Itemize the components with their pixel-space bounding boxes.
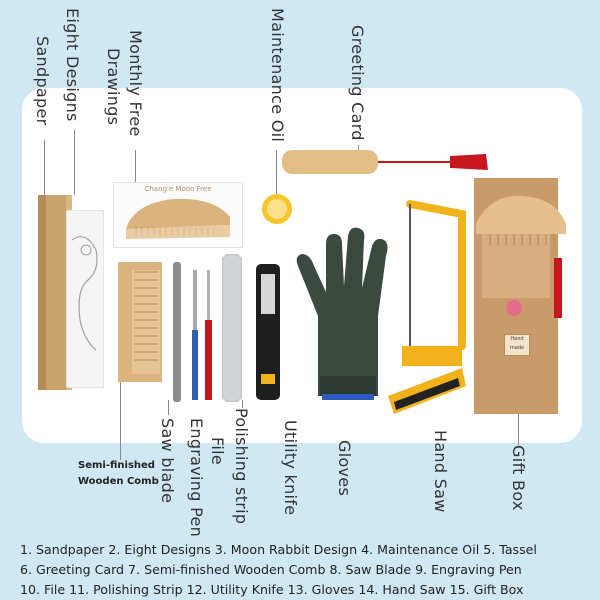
moon-comb-drawing xyxy=(126,198,230,239)
label-eight-designs: Eight Designs xyxy=(63,8,82,122)
label-polishing-strip: Polishing strip xyxy=(232,408,251,525)
saw-blade-image xyxy=(171,262,183,402)
label-greeting-card: Greeting Card xyxy=(348,25,367,141)
hand-saw-image xyxy=(388,196,472,416)
polishing-strip-image xyxy=(222,254,242,402)
file-image xyxy=(191,270,221,402)
semi-finished-comb-image xyxy=(118,262,162,382)
label-monthly-free-line1: Monthly Free xyxy=(126,30,145,137)
label-engraving-pen: Engraving Pen xyxy=(187,418,206,538)
drawing-sheet-title: Chang'e Moon Free xyxy=(144,185,212,193)
leader-line xyxy=(120,380,121,460)
handmade-tag-line1: Hand xyxy=(510,336,524,342)
label-maintenance-oil: Maintenance Oil xyxy=(268,8,287,143)
label-monthly-free-line2: Drawings xyxy=(104,48,123,126)
label-file: File xyxy=(208,437,227,465)
label-saw-blade: Saw blade xyxy=(158,418,177,504)
leader-line xyxy=(242,400,243,408)
leader-line xyxy=(276,150,277,195)
eight-designs-image xyxy=(66,210,104,388)
label-semi-finished-line1: Semi-finished xyxy=(78,460,155,471)
utility-knife-image xyxy=(253,264,283,400)
label-sandpaper: Sandpaper xyxy=(33,36,52,126)
leader-line xyxy=(168,400,169,415)
gift-box-image: Hand made xyxy=(474,178,566,414)
drawing-sheet: Chang'e Moon Free xyxy=(113,182,243,248)
gift-comb xyxy=(476,195,566,246)
caption-line-1: 1. Sandpaper 2. Eight Designs 3. Moon Ra… xyxy=(20,542,537,557)
leader-line xyxy=(135,150,136,185)
label-gloves: Gloves xyxy=(335,440,354,497)
gloves-image xyxy=(290,226,400,406)
label-semi-finished-line2: Wooden Comb xyxy=(78,476,159,487)
leader-line xyxy=(44,140,45,195)
handmade-tag: Hand made xyxy=(504,334,530,356)
leader-line xyxy=(74,130,75,195)
label-gift-box: Gift Box xyxy=(509,445,528,511)
handmade-tag-line2: made xyxy=(509,345,525,351)
label-utility-knife: Utility knife xyxy=(281,420,300,516)
caption-line-3: 10. File 11. Polishing Strip 12. Utility… xyxy=(20,582,524,597)
label-hand-saw: Hand Saw xyxy=(431,430,450,513)
gift-tassel xyxy=(554,258,562,318)
caption-line-2: 6. Greeting Card 7. Semi-finished Wooden… xyxy=(20,562,522,577)
gift-flower xyxy=(506,300,522,316)
greeting-card-image xyxy=(282,148,492,180)
maintenance-oil-image xyxy=(261,193,293,225)
